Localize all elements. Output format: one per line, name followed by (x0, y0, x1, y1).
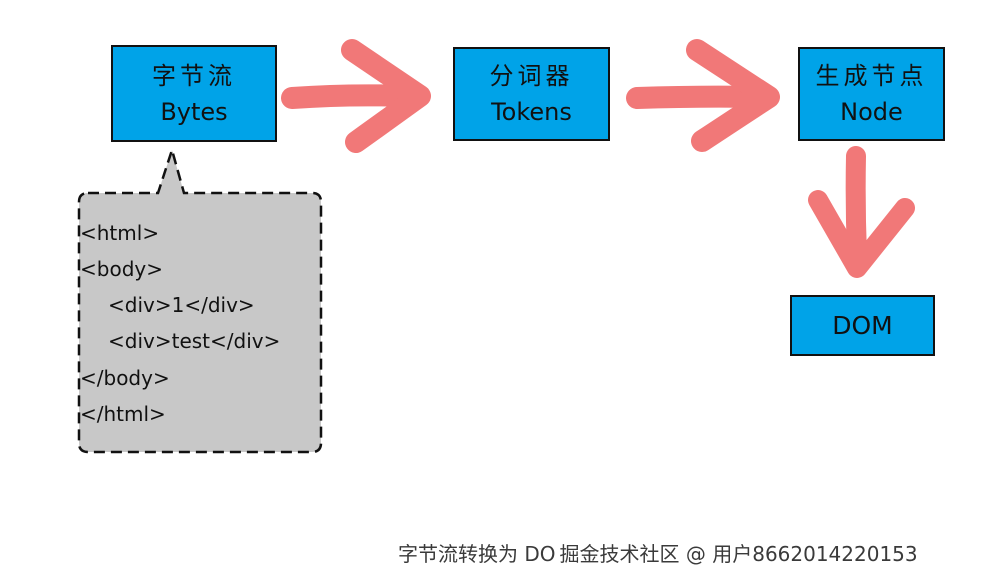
node-node-cn-label: 生成节点 (815, 62, 928, 90)
code-line-div-1: <div>1</div> (108, 293, 255, 317)
watermark-text: 掘金技术社区 @ 用户8662014220153 (559, 542, 918, 566)
dom-node: DOM (790, 295, 935, 356)
node-node: 生成节点 Node (798, 47, 945, 141)
arrow-bytes-to-tokens (281, 39, 431, 153)
code-line-html-close: </html> (80, 402, 166, 426)
caption-text: 字节流转换为 DO (398, 542, 556, 566)
code-line-body-close: </body> (80, 366, 170, 390)
arrow-node-to-dom (808, 146, 915, 278)
code-line-html-open: <html> (80, 221, 160, 245)
code-line-body-open: <body> (80, 257, 163, 281)
bytes-node: 字节流 Bytes (111, 45, 277, 142)
tokens-node: 分词器 Tokens (453, 47, 610, 141)
code-line-div-test: <div>test</div> (108, 329, 281, 353)
tokens-node-en-label: Tokens (491, 98, 572, 126)
node-node-en-label: Node (840, 98, 903, 126)
arrow-tokens-to-node (626, 39, 780, 152)
tokens-node-cn-label: 分词器 (489, 62, 574, 90)
bytes-node-en-label: Bytes (160, 97, 228, 126)
bytes-node-cn-label: 字节流 (152, 61, 236, 90)
dom-node-label: DOM (832, 310, 893, 340)
